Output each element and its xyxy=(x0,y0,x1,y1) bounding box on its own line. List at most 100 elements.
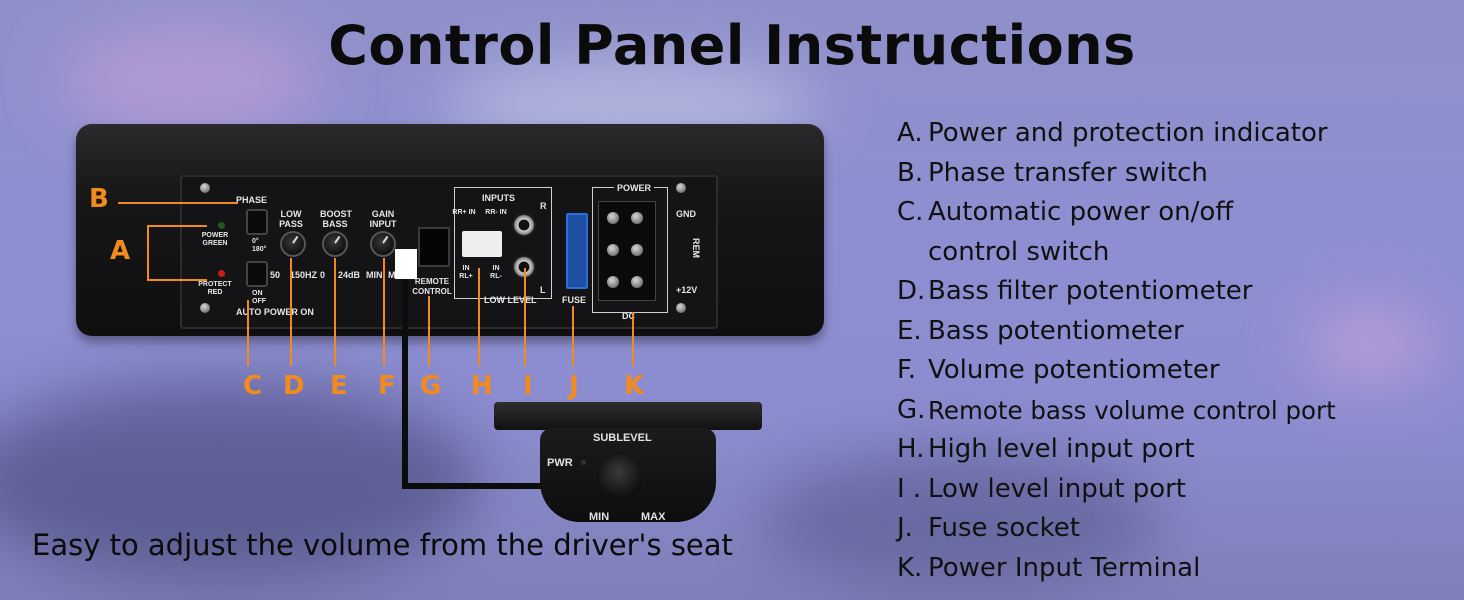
remote-pwr-label: PWR xyxy=(547,457,573,469)
gnd-label: GND xyxy=(676,209,696,219)
callout-e: E xyxy=(330,371,348,401)
legend-item: I .Low level input port xyxy=(897,470,1457,510)
terminal-screw-12v xyxy=(631,276,643,288)
power-label: POWER xyxy=(614,183,655,193)
legend-item: J.Fuse socket xyxy=(897,509,1457,549)
callout-f: F xyxy=(378,371,396,401)
background-light xyxy=(1300,300,1440,390)
rr-minus-in-label: RR- IN xyxy=(485,209,507,216)
control-panel-faceplate: PHASE POWER GREEN PROTECT RED 0° 180° ON… xyxy=(180,175,718,329)
background-shadow xyxy=(0,380,480,580)
legend-text: Phase transfer switch xyxy=(928,157,1208,188)
legend-text: Bass filter potentiometer xyxy=(928,276,1253,306)
callout-line-i xyxy=(524,268,526,366)
phase-label: PHASE xyxy=(236,195,268,205)
phase-180-label: 180° xyxy=(252,246,267,253)
protect-led-red xyxy=(218,270,225,277)
remote-sublevel-label: SUBLEVEL xyxy=(593,432,652,444)
plus12v-label: +12V xyxy=(676,285,698,295)
gain-input-min: MIN xyxy=(366,270,383,280)
power-green-label: POWER GREEN xyxy=(201,232,229,247)
legend-item: D.Bass filter potentiometer xyxy=(897,272,1457,312)
legend-item: B.Phase transfer switch xyxy=(897,154,1457,194)
terminal-screw-rem xyxy=(607,244,619,256)
legend-item: H.High level input port xyxy=(897,430,1457,470)
legend-item: A.Power and protection indicator xyxy=(897,114,1457,154)
legend-item: G.Remote bass volume control port xyxy=(897,391,1457,431)
phase-0-label: 0° xyxy=(252,238,259,245)
remote-min-label: MIN xyxy=(589,511,610,523)
background-shadow xyxy=(760,450,1160,590)
legend-letter: F. xyxy=(897,355,917,385)
terminal-screw-gnd xyxy=(631,212,643,224)
in-rl-minus-label: IN RL- xyxy=(490,265,502,280)
high-level-input-port[interactable] xyxy=(462,231,502,257)
legend-letter: D. xyxy=(897,276,926,306)
remote-pwr-led xyxy=(581,460,586,465)
remote-control-port[interactable] xyxy=(418,227,450,267)
boost-bass-knob[interactable] xyxy=(322,231,348,257)
legend-item: E.Bass potentiometer xyxy=(897,312,1457,352)
legend-letter: B. xyxy=(897,157,924,188)
callout-line-j xyxy=(572,306,574,366)
low-pass-knob[interactable] xyxy=(280,231,306,257)
inputs-label: INPUTS xyxy=(482,193,516,203)
legend-letter: K. xyxy=(897,552,923,583)
legend-list: A.Power and protection indicator B.Phase… xyxy=(897,114,1457,588)
legend-letter: G. xyxy=(897,394,926,425)
boost-bass-label: BOOST BASS xyxy=(320,209,353,229)
screw xyxy=(200,303,210,313)
rca-right-input[interactable] xyxy=(512,213,536,237)
callout-k: K xyxy=(624,371,645,401)
terminal-screw-12v xyxy=(607,276,619,288)
callout-a: A xyxy=(110,236,131,266)
rem-label: REM xyxy=(691,238,701,258)
gain-input-knob[interactable] xyxy=(370,231,396,257)
legend-item: C.Automatic power on/off control switch xyxy=(897,193,1317,272)
in-rl-plus-label: IN RL+ xyxy=(459,265,473,280)
boost-bass-max: 24dB xyxy=(338,270,361,280)
remote-max-label: MAX xyxy=(641,511,666,523)
callout-line-a xyxy=(147,225,207,227)
legend-item: K.Power Input Terminal xyxy=(897,549,1457,589)
cable-plug xyxy=(395,249,417,279)
page-title: Control Panel Instructions xyxy=(328,14,1136,77)
callout-line-h xyxy=(478,268,480,366)
low-pass-min: 50 xyxy=(270,270,281,280)
callout-line-c xyxy=(247,300,249,366)
callout-j: J xyxy=(569,371,579,401)
callout-d: D xyxy=(283,371,305,401)
remote-cable xyxy=(402,279,408,489)
background-light xyxy=(60,20,320,140)
callout-line-a xyxy=(147,279,207,281)
low-pass-label: LOW PASS xyxy=(279,209,303,229)
on-label: ON xyxy=(252,290,263,297)
screw xyxy=(676,183,686,193)
phase-switch[interactable] xyxy=(246,209,268,235)
dc-label: DC xyxy=(622,311,635,321)
legend-text: Volume potentiometer xyxy=(928,355,1220,385)
callout-line-d xyxy=(290,258,292,366)
inputs-box xyxy=(454,187,552,299)
terminal-screw-rem xyxy=(631,244,643,256)
power-led-green xyxy=(218,222,225,229)
callout-b: B xyxy=(89,184,109,214)
legend-letter: I . xyxy=(897,473,922,504)
callout-c: C xyxy=(243,371,263,401)
legend-text: Power Input Terminal xyxy=(928,552,1201,583)
fuse-socket[interactable] xyxy=(566,213,588,289)
auto-power-switch[interactable] xyxy=(246,261,268,287)
remote-volume-knob[interactable] xyxy=(599,455,643,499)
callout-g: G xyxy=(420,371,442,401)
callout-line-k xyxy=(632,312,634,366)
power-input-terminal[interactable] xyxy=(598,201,656,301)
fuse-label: FUSE xyxy=(562,295,587,305)
remote-mount-bracket xyxy=(494,402,762,430)
remote-cable xyxy=(402,483,552,489)
legend-text: Bass potentiometer xyxy=(928,315,1184,346)
legend-text: Low level input port xyxy=(928,473,1186,504)
legend-letter: H. xyxy=(897,434,925,464)
legend-letter: A. xyxy=(897,118,923,148)
legend-letter: J. xyxy=(897,513,913,543)
protect-red-label: PROTECT RED xyxy=(198,281,232,296)
